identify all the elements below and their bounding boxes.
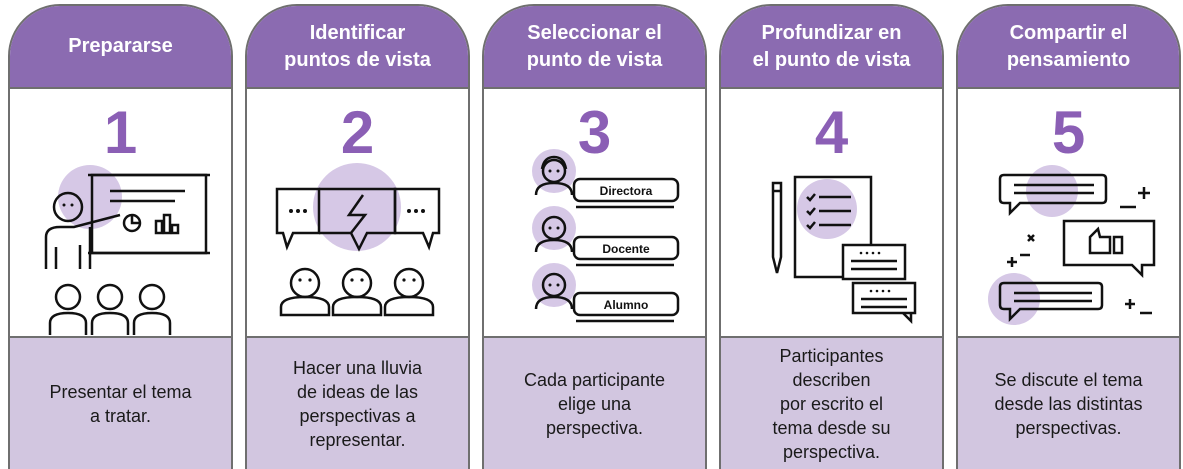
step-description-panel: Participantes describen por escrito el t… (721, 336, 942, 469)
step-title: Prepararse (68, 35, 173, 57)
written-checklist-icon (771, 175, 917, 325)
step-description-panel: Presentar el tema a tratar. (10, 336, 231, 469)
step-header: Profundizar en el punto de vista (721, 6, 942, 89)
step-description: Presentar el tema a tratar. (49, 381, 192, 426)
step-card-3: Seleccionar el punto de vista 3 Director… (482, 4, 707, 469)
step-description: Se discute el tema desde las distintas p… (994, 369, 1143, 438)
step-card-2: Identificar puntos de vista 2 Hacer una … (245, 4, 470, 469)
step-header: Prepararse (10, 6, 231, 89)
presentation-icon (44, 165, 210, 335)
step-number: 4 (814, 99, 849, 166)
step-description: Hacer una lluvia de ideas de las perspec… (292, 357, 423, 450)
step-title: Identificar puntos de vista (284, 21, 431, 71)
step-card-4: Profundizar en el punto de vista 4 Parti… (719, 4, 944, 469)
discussion-icon (988, 165, 1156, 325)
step-title: Profundizar en el punto de vista (752, 21, 911, 71)
step-title: Compartir el pensamiento (1006, 21, 1131, 71)
step-description-panel: Hacer una lluvia de ideas de las perspec… (247, 336, 468, 469)
role-label-docente: Docente (602, 242, 650, 256)
step-header: Seleccionar el punto de vista (484, 6, 705, 89)
role-label-alumno: Alumno (604, 298, 649, 312)
step-header: Identificar puntos de vista (247, 6, 468, 89)
role-label-directora: Directora (600, 184, 653, 198)
step-number: 2 (340, 99, 375, 166)
step-card-1: Prepararse 1 Presentar el tema a tratar. (8, 4, 233, 469)
step-description: Participantes describen por escrito el t… (772, 345, 891, 462)
brainstorm-icon (275, 163, 441, 317)
step-description-panel: Se discute el tema desde las distintas p… (958, 336, 1179, 469)
step-number: 3 (577, 99, 612, 166)
step-number: 5 (1051, 99, 1086, 166)
roles-icon: Directora Docente Alumno (532, 149, 680, 323)
step-description: Cada participante elige una perspectiva. (523, 369, 666, 438)
step-description-panel: Cada participante elige una perspectiva. (484, 336, 705, 469)
step-header: Compartir el pensamiento (958, 6, 1179, 89)
step-title: Seleccionar el punto de vista (526, 21, 663, 71)
step-number: 1 (103, 99, 138, 166)
step-card-5: Compartir el pensamiento 5 Se discute el… (956, 4, 1181, 469)
